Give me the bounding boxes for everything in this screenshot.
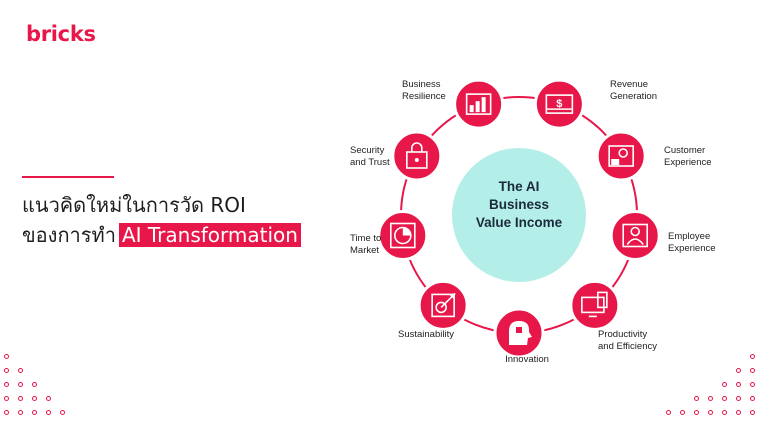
node-label: and Efficiency — [598, 341, 657, 352]
headline-line-1: แนวคิดใหม่ในการวัด ROI — [22, 193, 246, 217]
node-label: Business — [402, 79, 441, 90]
node-label: Innovation — [505, 354, 549, 365]
decorative-dot — [32, 382, 37, 387]
decorative-dot — [708, 396, 713, 401]
node-target-arrow — [417, 279, 469, 331]
decorative-dot — [694, 396, 699, 401]
decorative-dot — [750, 396, 755, 401]
decorative-dot — [18, 368, 23, 373]
bricks-logo[interactable]: bricks — [26, 22, 96, 46]
node-label: Market — [350, 245, 379, 256]
node-label: Time to — [350, 233, 381, 244]
node-device — [569, 279, 621, 331]
node-label: and Trust — [350, 157, 390, 168]
node-label: Productivity — [598, 329, 647, 340]
decorative-dot — [736, 410, 741, 415]
node-circle — [391, 130, 443, 182]
node-employee — [609, 209, 661, 261]
node-person-card — [595, 130, 647, 182]
node-label: Security — [350, 145, 385, 156]
decorative-dot — [18, 382, 23, 387]
decorative-dot — [46, 396, 51, 401]
decorative-dot — [18, 396, 23, 401]
decorative-dot — [4, 354, 9, 359]
decorative-dot — [750, 354, 755, 359]
center-text-line-3: Value Income — [476, 215, 563, 230]
target-arrow-icon — [431, 292, 456, 318]
decorative-dot — [4, 396, 9, 401]
headline-highlight: AI Transformation — [118, 223, 301, 247]
decorative-dot — [4, 368, 9, 373]
employee-icon — [622, 223, 649, 248]
node-label: Customer — [664, 145, 705, 156]
node-lock — [391, 130, 443, 182]
decorative-dot — [708, 410, 713, 415]
money-icon: $ — [545, 94, 574, 114]
head-idea-icon — [509, 321, 532, 345]
decorative-dot — [722, 382, 727, 387]
svg-text:$: $ — [556, 98, 562, 110]
decorative-dot — [722, 396, 727, 401]
decorative-dot — [750, 410, 755, 415]
node-building-chart — [453, 78, 505, 130]
lock-icon — [406, 142, 428, 169]
node-label: Sustainability — [398, 329, 454, 340]
accent-line — [22, 176, 114, 178]
clock-icon — [389, 222, 416, 249]
decorative-dot — [46, 410, 51, 415]
node-head-idea — [493, 307, 545, 359]
person-card-icon — [608, 145, 634, 167]
decorative-dot — [736, 396, 741, 401]
center-circle — [452, 148, 586, 282]
building-chart-icon — [465, 93, 492, 115]
node-label: Revenue — [610, 79, 648, 90]
decorative-dot — [666, 410, 671, 415]
decorative-dot — [32, 396, 37, 401]
decorative-dot — [736, 368, 741, 373]
node-clock — [377, 209, 429, 261]
node-label: Experience — [664, 157, 712, 168]
decorative-dot — [722, 410, 727, 415]
node-circle — [533, 78, 585, 130]
decorative-dot — [750, 368, 755, 373]
decorative-dot — [736, 382, 741, 387]
node-money: $ — [533, 78, 585, 130]
node-label: Resilience — [402, 91, 446, 102]
node-label: Employee — [668, 231, 710, 242]
decorative-dot — [750, 382, 755, 387]
node-circle — [569, 279, 621, 331]
decorative-dot — [4, 382, 9, 387]
decorative-dot — [680, 410, 685, 415]
device-icon — [581, 291, 608, 318]
decorative-dot — [18, 410, 23, 415]
decorative-dot — [32, 410, 37, 415]
headline-prefix: ของการทำ — [22, 223, 116, 247]
center-text-line-2: Business — [489, 197, 549, 212]
center-text-line-1: The AI — [499, 179, 540, 194]
decorative-dot — [4, 410, 9, 415]
decorative-dot — [694, 410, 699, 415]
node-label: Experience — [668, 243, 716, 254]
node-label: Generation — [610, 91, 657, 102]
decorative-dot — [60, 410, 65, 415]
